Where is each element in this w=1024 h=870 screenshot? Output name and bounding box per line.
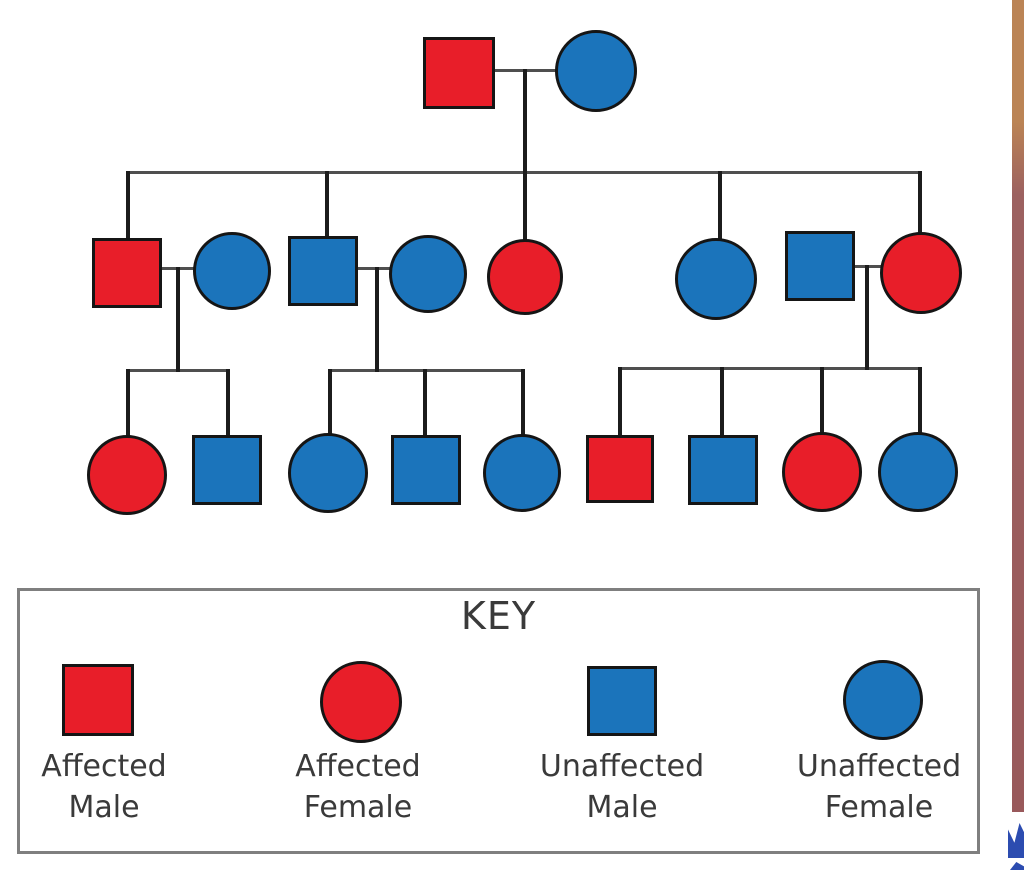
- gen3-unaffected-female-3: [878, 432, 958, 512]
- gen1-affected-male: [423, 37, 495, 109]
- gen3-affected-female-2: [782, 432, 862, 512]
- connector-drop-gen3-3: [328, 369, 332, 437]
- gen2-unaffected-female-2: [389, 235, 467, 313]
- logo-fragment-icon: [1008, 823, 1024, 858]
- key-title: KEY: [460, 594, 537, 638]
- gen2-unaffected-female-3: [675, 238, 757, 320]
- slide-edge-strip: [1008, 0, 1024, 870]
- gen2-affected-female-1: [487, 239, 563, 315]
- connector-gen2-couple-c: [855, 265, 883, 268]
- gen2-unaffected-female-1: [193, 232, 271, 310]
- connector-couple-b-descent: [375, 267, 379, 372]
- connector-drop-gen2-3: [325, 171, 329, 241]
- gen3-unaffected-male-2: [391, 435, 461, 505]
- connector-couple-a-descent: [176, 267, 180, 372]
- gen3-unaffected-female-2: [483, 434, 561, 512]
- connector-gen1-descent: [523, 69, 527, 175]
- connector-drop-gen3-9: [918, 367, 922, 435]
- gen3-unaffected-male-3: [688, 435, 758, 505]
- connector-gen2-couple-b: [358, 267, 391, 270]
- connector-couple-c-descent: [865, 265, 869, 370]
- connector-drop-gen2-1: [126, 171, 130, 241]
- connector-drop-gen2-5: [523, 171, 527, 243]
- gen1-unaffected-female: [555, 30, 637, 112]
- gen2-unaffected-male-1: [288, 236, 358, 306]
- logo-fragment2-icon: [1010, 862, 1024, 870]
- gen3-affected-male-1: [586, 435, 654, 503]
- connector-drop-gen3-2: [226, 369, 230, 439]
- connector-drop-gen3-1: [126, 369, 130, 439]
- connector-drop-gen2-8: [918, 171, 922, 237]
- connector-family3-sibship: [618, 367, 922, 370]
- gen2-affected-male: [92, 238, 162, 308]
- connector-drop-gen2-6: [718, 171, 722, 243]
- gen2-affected-female-2: [880, 232, 962, 314]
- connector-drop-gen3-6: [618, 367, 622, 439]
- key-legend-box: KEY: [17, 588, 980, 854]
- connector-drop-gen3-4: [423, 369, 427, 439]
- connector-drop-gen3-7: [720, 367, 724, 439]
- connector-drop-gen3-8: [820, 367, 824, 435]
- gen2-unaffected-male-2: [785, 231, 855, 301]
- gen3-unaffected-female-1: [288, 433, 368, 513]
- gen3-unaffected-male-1: [192, 435, 262, 505]
- connector-drop-gen3-5: [521, 369, 525, 437]
- strip-gradient: [1012, 0, 1024, 812]
- gen3-affected-female-1: [87, 435, 167, 515]
